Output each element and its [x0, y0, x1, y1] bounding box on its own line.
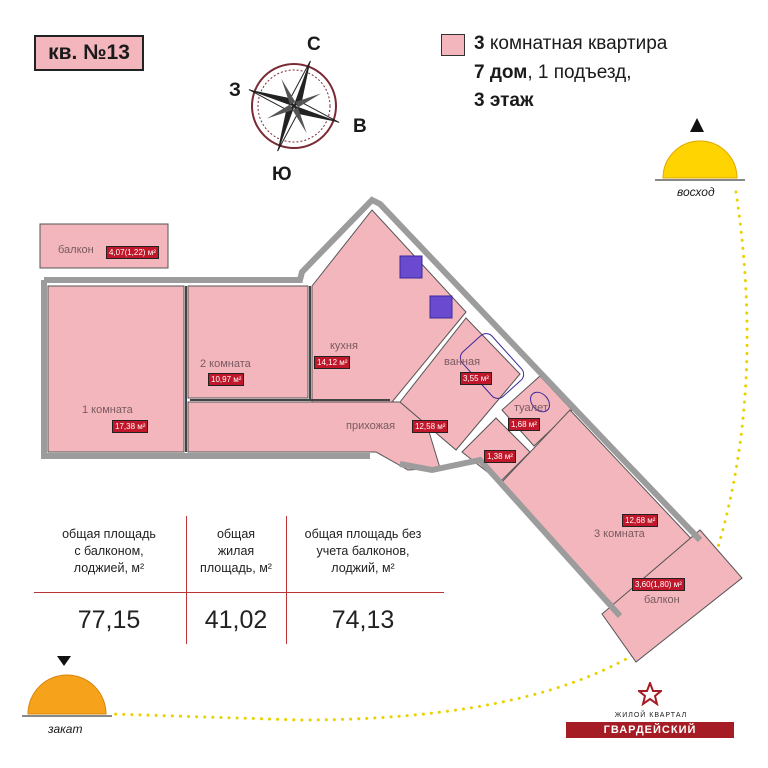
legend-floor: 3 этаж — [474, 90, 533, 112]
legend-rooms-count: 3 — [474, 33, 485, 54]
room-area-kitchen: 14,12 м² — [314, 356, 351, 369]
logo-brand: ГВАРДЕЙСКИЙ — [566, 722, 734, 738]
stats-vertical-divider-1 — [186, 516, 187, 644]
compass-west: З — [229, 80, 241, 101]
compass-rose-icon — [248, 60, 340, 152]
stat-value-living-area: 41,02 — [204, 606, 268, 634]
legend-house-text: , 1 подъезд, — [527, 62, 632, 83]
room-area-balcony-2: 3,60(1,80) м² — [632, 578, 685, 591]
room-name-room-1: 1 комната — [82, 404, 133, 416]
sunrise-icon — [655, 118, 745, 181]
apartment-number-badge: кв. №13 — [34, 35, 144, 71]
room-name-hallway: прихожая — [346, 420, 396, 432]
balcony-bottom — [601, 529, 743, 663]
room-name-room-3: 3 комната — [594, 528, 645, 540]
compass-north: С — [307, 34, 321, 55]
sunset-label: закат — [48, 722, 83, 736]
room-area-balcony-1: 4,07(1,22) м² — [106, 246, 159, 259]
room-name-room-2: 2 комната — [200, 358, 251, 370]
stats-vertical-divider-2 — [286, 516, 287, 644]
legend-rooms-text: комнатная квартира — [484, 33, 668, 54]
room-name-balcony-2: балкон — [644, 594, 680, 606]
legend-floor-number: 3 этаж — [474, 90, 534, 111]
legend-house-number: 7 дом — [474, 62, 528, 83]
room-area-toilet: 1,68 м² — [508, 418, 540, 431]
legend-swatch — [441, 34, 465, 56]
sunrise-label: восход — [677, 185, 715, 199]
legend-house: 7 дом, 1 подъезд, — [474, 62, 632, 84]
apartment-number: кв. №13 — [48, 41, 130, 64]
logo-subtitle: ЖИЛОЙ КВАРТАЛ — [614, 712, 688, 719]
stat-value-total-without-balcony: 74,13 — [331, 606, 395, 634]
room-area-room-1: 17,38 м² — [112, 420, 149, 433]
room-area-room-3: 12,68 м² — [622, 514, 659, 527]
room-name-kitchen: кухня — [330, 340, 358, 352]
room-name-bathroom: ванная — [444, 356, 481, 368]
stat-value-total-with-balcony: 77,15 — [77, 606, 141, 634]
sunset-icon — [22, 656, 112, 717]
compass-south: Ю — [272, 164, 292, 185]
compass-east: В — [353, 116, 367, 137]
star-logo-icon — [638, 682, 662, 706]
legend-rooms: 3 комнатная квартира — [474, 33, 667, 55]
room-area-hallway: 12,58 м² — [412, 420, 449, 433]
room-area-bathroom: 3,55 м² — [460, 372, 492, 385]
room-name-toilet: туалет — [514, 402, 548, 414]
stats-divider — [34, 592, 444, 593]
room-name-balcony-1: балкон — [58, 244, 94, 256]
room-area-room-2: 10,97 м² — [208, 373, 245, 386]
room-area-corridor: 1,38 м² — [484, 450, 516, 463]
